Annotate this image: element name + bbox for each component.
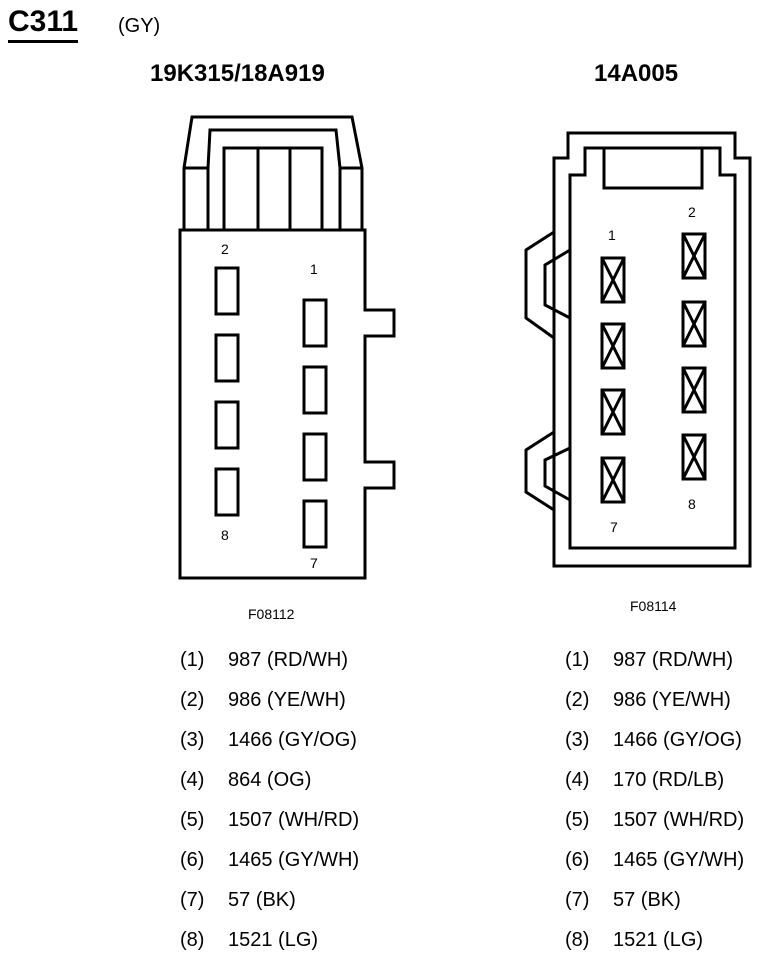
wire-circuit: 57 (BK) [228, 889, 296, 911]
wire-row: (8) 1521 (LG) [180, 920, 359, 960]
right-terminal-col-odd [600, 256, 626, 504]
wire-circuit: 1466 (GY/OG) [228, 729, 357, 751]
wire-pin: (8) [565, 929, 590, 951]
wire-row: (4) 864 (OG) [180, 760, 359, 800]
wire-pin: (7) [180, 889, 205, 911]
right-terminal-col-even [681, 232, 707, 481]
right-pin-terminals [600, 232, 707, 504]
wire-row: (4) 170 (RD/LB) [565, 760, 744, 800]
wire-row: (1) 987 (RD/WH) [180, 640, 359, 680]
left-pin-label-7: 7 [310, 555, 318, 571]
left-pin-cavity [302, 499, 328, 549]
wire-circuit: 864 (OG) [228, 769, 312, 791]
wire-row: (5) 1507 (WH/RD) [180, 800, 359, 840]
right-connector-drawing [524, 131, 752, 568]
wire-circuit: 987 (RD/WH) [228, 649, 349, 671]
left-pin-cavity [214, 467, 240, 517]
wire-circuit: 1507 (WH/RD) [228, 809, 360, 831]
wire-pin: (2) [180, 689, 205, 711]
wire-pin: (1) [565, 649, 590, 671]
right-pin-label-8: 8 [688, 496, 696, 512]
right-pin-label-2: 2 [688, 204, 696, 220]
wire-pin: (6) [180, 849, 205, 871]
wire-row: (3) 1466 (GY/OG) [565, 720, 744, 760]
right-figure-id: F08114 [630, 598, 677, 614]
wire-circuit: 1465 (GY/WH) [613, 849, 745, 871]
wire-circuit: 1507 (WH/RD) [613, 809, 745, 831]
right-pin-label-1: 1 [608, 227, 616, 243]
wire-pin: (7) [565, 889, 590, 911]
connector-id: C311 [8, 4, 79, 43]
wire-pin: (5) [565, 809, 590, 831]
wire-row: (2) 986 (YE/WH) [565, 680, 744, 720]
wire-circuit: 986 (YE/WH) [228, 689, 346, 711]
left-pin-cavity [214, 400, 240, 450]
left-figure-id: F08112 [248, 606, 295, 622]
wire-circuit: 987 (RD/WH) [613, 649, 734, 671]
left-connector-title: 19K315/18A919 [150, 60, 325, 87]
wire-circuit: 1465 (GY/WH) [228, 849, 360, 871]
wire-circuit: 1521 (LG) [228, 929, 319, 951]
left-pin-label-8: 8 [221, 527, 229, 543]
wire-pin: (4) [565, 769, 590, 791]
wire-row: (2) 986 (YE/WH) [180, 680, 359, 720]
right-wire-list: (1) 987 (RD/WH) (2) 986 (YE/WH) (3) 1466 (G… [565, 640, 744, 960]
wire-pin: (4) [180, 769, 205, 791]
left-connector-drawing [178, 115, 396, 580]
left-pin-cavity [302, 432, 328, 482]
left-body-outline [178, 228, 396, 580]
wire-row: (7) 57 (BK) [565, 880, 744, 920]
wire-pin: (8) [180, 929, 205, 951]
wire-row: (6) 1465 (GY/WH) [180, 840, 359, 880]
right-body-outline [552, 131, 752, 568]
wire-pin: (2) [565, 689, 590, 711]
right-connector-title: 14A005 [594, 60, 679, 87]
wire-circuit: 1521 (LG) [613, 929, 704, 951]
wire-pin: (1) [180, 649, 205, 671]
wire-pin: (3) [180, 729, 205, 751]
wire-pin: (6) [565, 849, 590, 871]
wire-row: (3) 1466 (GY/OG) [180, 720, 359, 760]
wire-circuit: 170 (RD/LB) [613, 769, 725, 791]
wire-circuit: 1466 (GY/OG) [613, 729, 742, 751]
wire-row: (7) 57 (BK) [180, 880, 359, 920]
left-pin-cavity [302, 298, 328, 348]
wire-pin: (3) [565, 729, 590, 751]
left-pin-label-2: 2 [221, 241, 229, 257]
wire-circuit: 57 (BK) [613, 889, 681, 911]
wire-row: (5) 1507 (WH/RD) [565, 800, 744, 840]
wire-row: (8) 1521 (LG) [565, 920, 744, 960]
wire-pin: (5) [180, 809, 205, 831]
left-wire-list: (1) 987 (RD/WH) (2) 986 (YE/WH) (3) 1466 (G… [180, 640, 359, 960]
left-pin-cavity [214, 333, 240, 383]
wire-row: (6) 1465 (GY/WH) [565, 840, 744, 880]
left-pin-cavity [302, 365, 328, 415]
connector-color-code: (GY) [118, 15, 161, 37]
left-pin-label-1: 1 [310, 261, 318, 277]
left-pin-cavity [214, 266, 240, 316]
wire-row: (1) 987 (RD/WH) [565, 640, 744, 680]
left-latch-outer [182, 115, 364, 230]
wire-circuit: 986 (YE/WH) [613, 689, 731, 711]
right-pin-label-7: 7 [610, 519, 618, 535]
